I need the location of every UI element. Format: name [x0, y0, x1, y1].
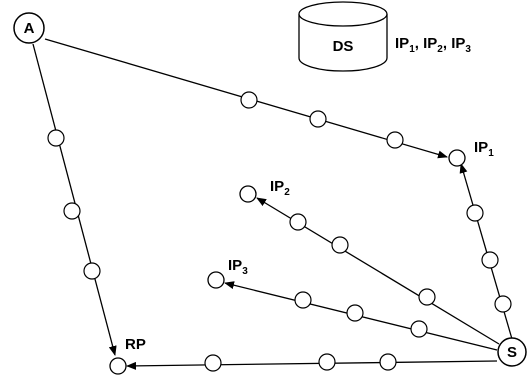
- ip1-node: [448, 149, 466, 167]
- relay-node: [410, 320, 428, 338]
- ip2-node: [239, 185, 257, 203]
- edge-a-to-rp: [32, 43, 117, 356]
- rp-node: [109, 357, 127, 375]
- node-s: [497, 337, 527, 367]
- relay-node: [289, 213, 307, 231]
- ip3-label: IP3: [228, 257, 248, 277]
- relay-node: [386, 131, 404, 149]
- relay-node: [331, 236, 349, 254]
- relay-node: [494, 295, 512, 313]
- node-s-label: S: [507, 344, 517, 361]
- edge-s-to-ip1: [459, 163, 513, 340]
- relay-node: [481, 251, 499, 269]
- ip1-label: IP1: [474, 139, 494, 159]
- relay-node: [63, 202, 81, 220]
- relay-node: [294, 291, 312, 309]
- ds-label: DS: [333, 38, 354, 55]
- node-a: [13, 12, 45, 44]
- relay-node: [379, 353, 397, 371]
- relay-node: [240, 91, 258, 109]
- relay-node: [418, 288, 436, 306]
- relay-node: [309, 110, 327, 128]
- relay-node: [466, 204, 484, 222]
- relay-node: [318, 353, 336, 371]
- ip3-node: [207, 271, 225, 289]
- rp-label: RP: [125, 336, 146, 353]
- relay-node: [47, 129, 65, 147]
- edge-s-to-rp: [126, 360, 498, 370]
- data-store-icon: [298, 1, 388, 72]
- node-a-label: A: [24, 20, 35, 37]
- relay-node: [204, 354, 222, 372]
- relay-node: [83, 262, 101, 280]
- relay-node: [346, 304, 364, 322]
- ds-contents: IP1, IP2, IP3: [395, 35, 471, 55]
- ip2-label: IP2: [270, 178, 290, 198]
